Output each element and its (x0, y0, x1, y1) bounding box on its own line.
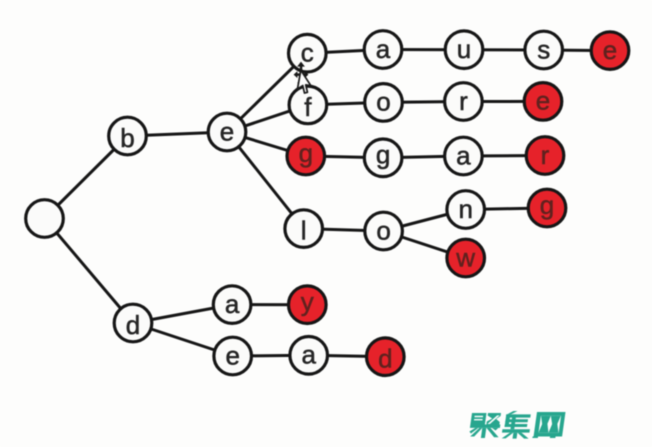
svg-text:g: g (376, 140, 390, 170)
svg-text:a: a (376, 34, 391, 64)
svg-text:w: w (455, 242, 475, 272)
svg-text:d: d (126, 310, 140, 340)
svg-text:s: s (537, 34, 550, 64)
svg-text:a: a (456, 140, 471, 170)
svg-text:e: e (225, 340, 239, 370)
svg-text:r: r (459, 86, 468, 116)
svg-text:u: u (457, 34, 471, 64)
svg-text:n: n (458, 194, 472, 224)
svg-text:e: e (220, 116, 234, 146)
svg-text:a: a (225, 289, 240, 319)
svg-text:o: o (376, 87, 390, 117)
svg-text:r: r (541, 140, 550, 170)
svg-text:g: g (299, 138, 313, 168)
svg-text:f: f (304, 92, 312, 122)
svg-text:g: g (540, 190, 554, 220)
svg-text:e: e (603, 35, 617, 65)
svg-text:l: l (301, 216, 307, 246)
svg-text:e: e (536, 86, 550, 116)
svg-text:y: y (301, 287, 314, 317)
svg-text:o: o (376, 215, 390, 245)
svg-text:c: c (301, 38, 314, 68)
svg-text:d: d (378, 344, 392, 374)
svg-text:b: b (120, 123, 134, 153)
svg-text:a: a (301, 340, 316, 370)
